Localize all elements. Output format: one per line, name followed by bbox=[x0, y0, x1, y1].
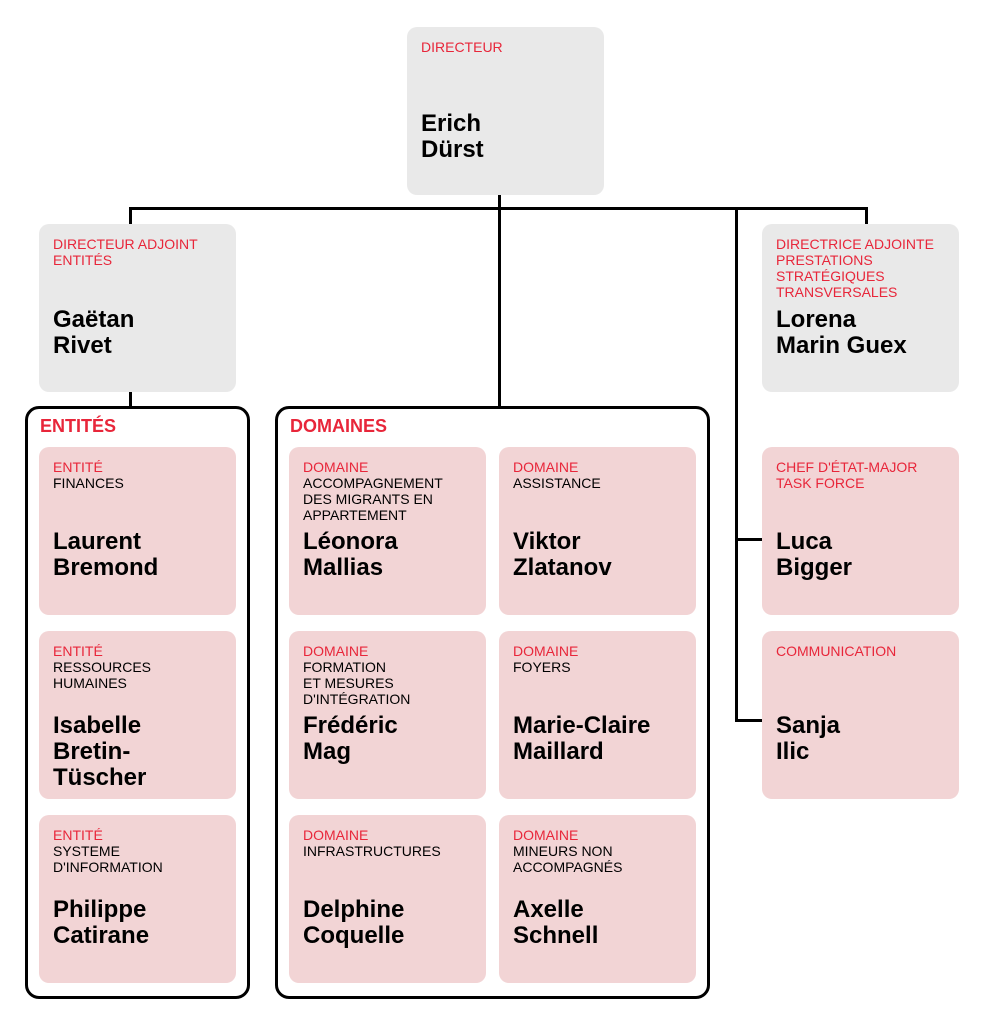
staff-communication-name: Sanja Ilic bbox=[776, 712, 841, 765]
domain-dept: FOYERS bbox=[513, 659, 571, 675]
entity-card-it: ENTITÉ SYSTEME D'INFORMATION Philippe Ca… bbox=[39, 815, 236, 983]
entity-dept: FINANCES bbox=[53, 475, 124, 491]
domain-name: Marie-Claire Maillard bbox=[513, 712, 651, 765]
deputy-entities-card: DIRECTEUR ADJOINT ENTITÉS Gaëtan Rivet bbox=[39, 224, 236, 392]
domain-name: Viktor Zlatanov bbox=[513, 528, 612, 581]
domain-card-foyers: DOMAINE FOYERS Marie-Claire Maillard bbox=[499, 631, 696, 799]
domains-title: DOMAINES bbox=[290, 416, 388, 436]
deputy-services-role: DIRECTRICE ADJOINTE PRESTATIONS STRATÉGI… bbox=[776, 236, 934, 300]
connector-deputy-entities bbox=[129, 392, 132, 408]
staff-chief-role: CHEF D'ÉTAT-MAJOR TASK FORCE bbox=[776, 459, 918, 491]
domain-role: DOMAINE bbox=[513, 459, 579, 475]
domain-name: Léonora Mallias bbox=[303, 528, 398, 581]
connector-domains-down bbox=[498, 207, 501, 407]
entity-card-hr: ENTITÉ RESSOURCES HUMAINES Isabelle Bret… bbox=[39, 631, 236, 799]
domain-role: DOMAINE bbox=[303, 459, 369, 475]
director-name: Erich Dürst bbox=[421, 110, 484, 163]
staff-card-communication: COMMUNICATION Sanja Ilic bbox=[762, 631, 959, 799]
entity-name: Laurent Bremond bbox=[53, 528, 159, 581]
staff-chief-name: Luca Bigger bbox=[776, 528, 853, 581]
domain-card-accompagnement: DOMAINE ACCOMPAGNEMENT DES MIGRANTS EN A… bbox=[289, 447, 486, 615]
domain-role: DOMAINE bbox=[303, 827, 369, 843]
deputy-services-card: DIRECTRICE ADJOINTE PRESTATIONS STRATÉGI… bbox=[762, 224, 959, 392]
domain-dept: MINEURS NON ACCOMPAGNÉS bbox=[513, 843, 623, 875]
director-card: DIRECTEUR Erich Dürst bbox=[407, 27, 604, 195]
domain-card-mineurs: DOMAINE MINEURS NON ACCOMPAGNÉS Axelle S… bbox=[499, 815, 696, 983]
domain-card-assistance: DOMAINE ASSISTANCE Viktor Zlatanov bbox=[499, 447, 696, 615]
domain-card-infrastructures: DOMAINE INFRASTRUCTURES Delphine Coquell… bbox=[289, 815, 486, 983]
entity-dept: RESSOURCES HUMAINES bbox=[53, 659, 152, 691]
domain-name: Axelle Schnell bbox=[513, 896, 599, 949]
entity-card-finances: ENTITÉ FINANCES Laurent Bremond bbox=[39, 447, 236, 615]
domain-card-formation: DOMAINE FORMATION ET MESURES D'INTÉGRATI… bbox=[289, 631, 486, 799]
entity-name: Philippe Catirane bbox=[53, 896, 150, 949]
domain-dept: FORMATION ET MESURES D'INTÉGRATION bbox=[303, 659, 411, 707]
connector-staff-communication bbox=[735, 719, 762, 722]
domain-name: Delphine Coquelle bbox=[303, 896, 405, 949]
entities-title: ENTITÉS bbox=[40, 416, 117, 436]
entity-role: ENTITÉ bbox=[53, 827, 103, 843]
staff-card-chief: CHEF D'ÉTAT-MAJOR TASK FORCE Luca Bigger bbox=[762, 447, 959, 615]
entity-dept: SYSTEME D'INFORMATION bbox=[53, 843, 163, 875]
entity-role: ENTITÉ bbox=[53, 643, 103, 659]
domain-role: DOMAINE bbox=[513, 827, 579, 843]
connector-staff-vertical bbox=[735, 207, 738, 722]
connector-left-down bbox=[129, 207, 132, 224]
domain-role: DOMAINE bbox=[303, 643, 369, 659]
connector-staff-chief bbox=[735, 538, 762, 541]
entities-group bbox=[25, 406, 250, 999]
domain-role: DOMAINE bbox=[513, 643, 579, 659]
connector-director-down bbox=[498, 195, 501, 209]
deputy-entities-name: Gaëtan Rivet bbox=[53, 306, 135, 359]
director-role: DIRECTEUR bbox=[421, 39, 503, 55]
deputy-entities-role: DIRECTEUR ADJOINT ENTITÉS bbox=[53, 236, 198, 268]
domain-name: Frédéric Mag bbox=[303, 712, 398, 765]
domain-dept: INFRASTRUCTURES bbox=[303, 843, 441, 859]
connector-right-down bbox=[865, 207, 868, 224]
staff-communication-role: COMMUNICATION bbox=[776, 643, 897, 659]
domain-dept: ACCOMPAGNEMENT DES MIGRANTS EN APPARTEME… bbox=[303, 475, 443, 523]
entity-name: Isabelle Bretin- Tüscher bbox=[53, 712, 147, 791]
deputy-services-name: Lorena Marin Guex bbox=[776, 306, 907, 359]
domains-group bbox=[275, 406, 710, 999]
domain-dept: ASSISTANCE bbox=[513, 475, 601, 491]
entity-role: ENTITÉ bbox=[53, 459, 103, 475]
